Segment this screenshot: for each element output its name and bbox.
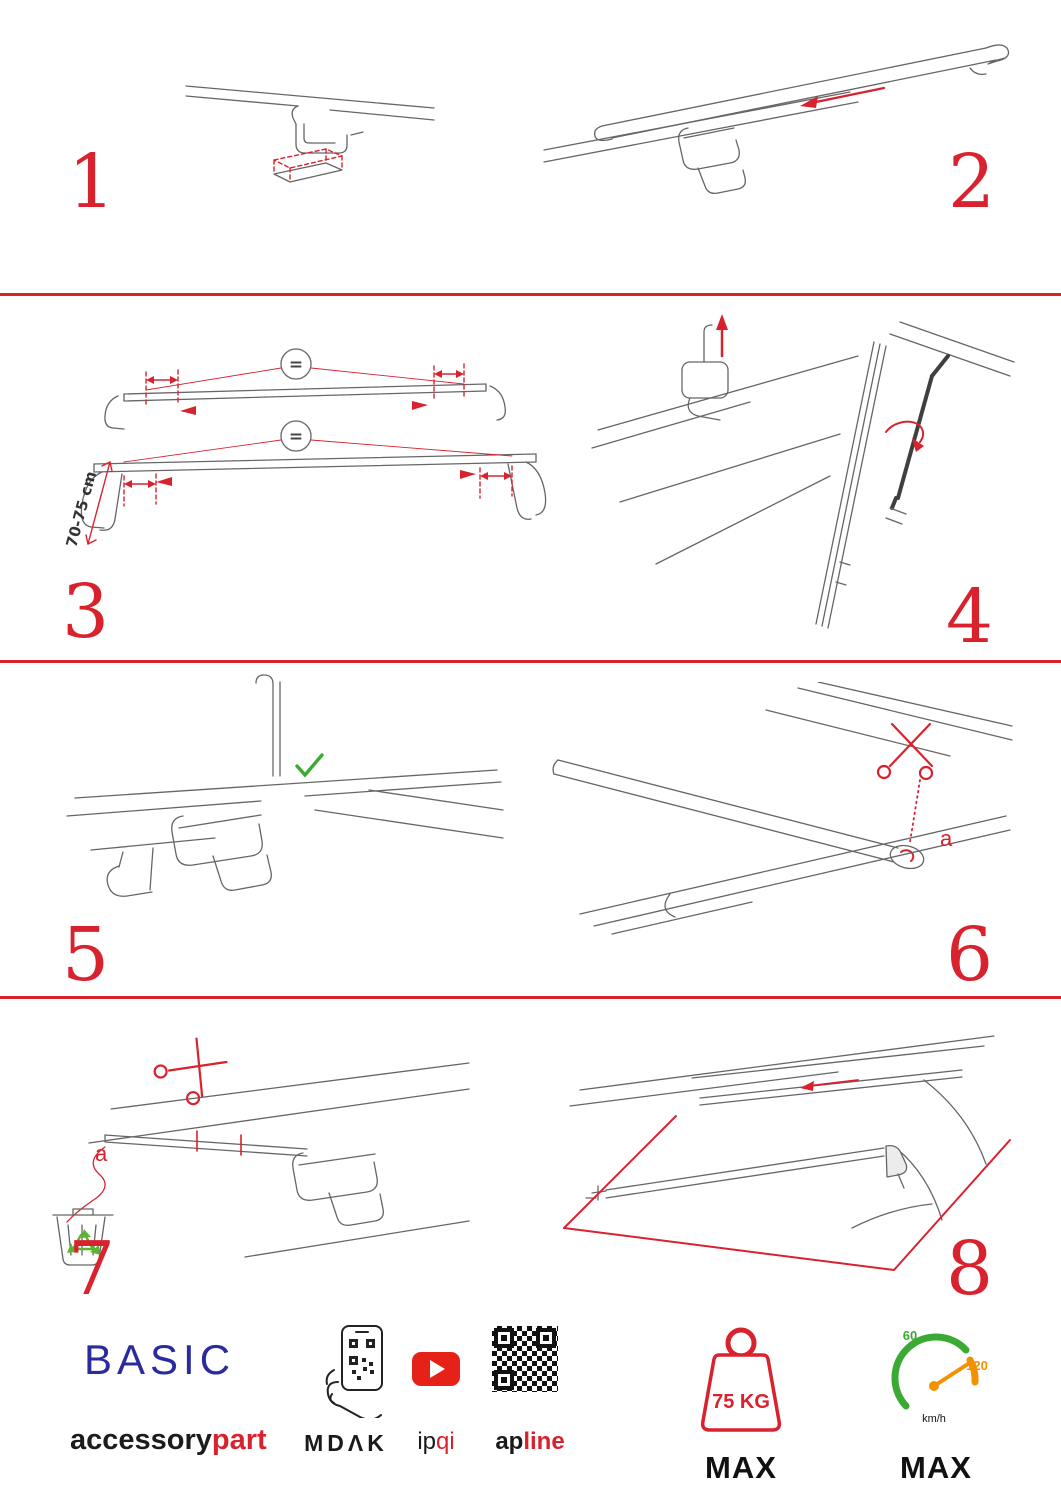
dimension-marks [123, 363, 513, 507]
step-7-illustration: a [52, 1037, 470, 1266]
qr-code-icon [492, 1326, 558, 1392]
partner-apline: apline [488, 1428, 572, 1456]
speed-low-label: 60 [903, 1328, 917, 1343]
brand-sub-black: accessory [70, 1424, 212, 1456]
brand-subtitle: accessorypart [70, 1424, 267, 1457]
equal-symbol-bottom: = [289, 427, 303, 447]
section-divider [0, 996, 1061, 999]
max-weight-label: MAX [705, 1450, 777, 1485]
step-8-number: 8 [946, 1226, 994, 1312]
slide-arrow [800, 86, 886, 108]
youtube-icon [412, 1352, 460, 1386]
phone-qr-icon [325, 1325, 383, 1418]
step-3-number: 3 [62, 569, 110, 655]
cut-part-label: a [940, 826, 953, 851]
step-5-illustration [66, 674, 504, 897]
qr-finder [536, 1328, 556, 1348]
max-speed-label: MAX [900, 1450, 972, 1485]
qr-finder [494, 1328, 514, 1348]
step-2-illustration [543, 44, 1010, 194]
step-1-number: 1 [68, 139, 116, 225]
pad-highlight [273, 148, 343, 183]
partner-mdak: MDΛK [304, 1430, 388, 1456]
bar-distance-label: 70-75 cm [62, 469, 100, 549]
section-divider [0, 660, 1061, 663]
max-weight-value: 75 KG [712, 1391, 770, 1413]
speedometer-icon: 60 120 km/h [891, 1328, 988, 1425]
brand-sub-red: part [211, 1424, 267, 1456]
step-6-illustration: a [552, 682, 1013, 935]
play-icon [430, 1360, 445, 1378]
partner-apline-red: line [523, 1428, 565, 1455]
insert-arrow [716, 314, 728, 358]
step-3-illustration: = = 70-75 cm [62, 348, 547, 549]
partner-apline-black: ap [495, 1428, 524, 1455]
step-2-number: 2 [948, 139, 996, 225]
step-5-number: 5 [62, 912, 110, 998]
rotate-arrow [885, 420, 925, 452]
weight-icon: 75 KG [700, 1327, 782, 1432]
scissors-icon [876, 722, 934, 781]
slide-arrow [800, 1079, 859, 1091]
equal-symbol-top: = [289, 355, 303, 375]
speed-high-label: 120 [966, 1358, 988, 1373]
partner-ipqi-red: qi [436, 1428, 455, 1455]
roof-area-outline [563, 1115, 1011, 1271]
speed-unit-label: km/h [922, 1413, 946, 1425]
scissors-icon [153, 1037, 228, 1106]
step-1-illustration [185, 85, 435, 183]
step-8-illustration [563, 1035, 1011, 1271]
distance-arrow [85, 461, 113, 545]
partner-ipqi-black: ip [417, 1428, 436, 1455]
hex-key-icon [890, 354, 950, 510]
brand-logo: BASIC [84, 1336, 236, 1383]
step-4-illustration [591, 314, 1015, 629]
section-divider [0, 293, 1061, 296]
recycle-icon [67, 1229, 100, 1255]
partner-ipqi: ipqi [408, 1428, 464, 1456]
check-icon [295, 753, 324, 778]
step-6-number: 6 [946, 912, 994, 998]
step-4-number: 4 [946, 574, 994, 660]
qr-finder [494, 1370, 514, 1390]
step-7-number: 7 [68, 1226, 116, 1312]
